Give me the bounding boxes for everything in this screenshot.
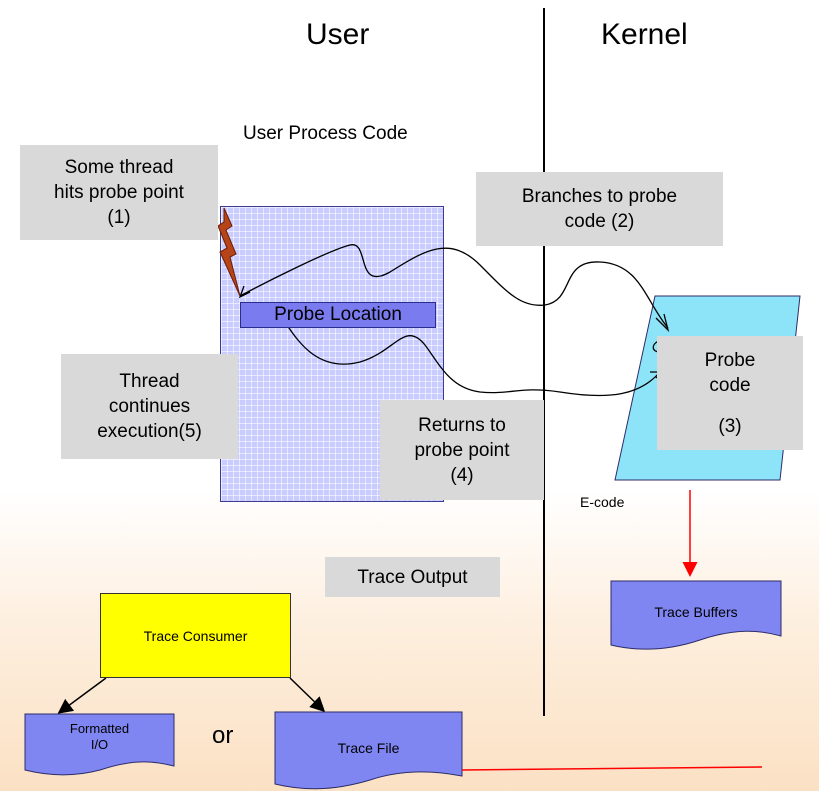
- probe-code-line-3: (3): [718, 415, 742, 437]
- trace-output-label: Trace Output: [325, 557, 500, 597]
- trace-file-shape: [274, 711, 463, 790]
- trace-file-label: Trace File: [337, 740, 400, 756]
- trace-consumer-label: Trace Consumer: [143, 627, 248, 644]
- probe-code-callout: Probe code (3): [657, 336, 803, 450]
- probe-hit-line-1: Some thread: [64, 157, 174, 178]
- formatted-io-line-2: I/O: [90, 737, 109, 752]
- returns-callout: Returns to probe point (4): [380, 400, 544, 500]
- probe-hit-line-2: hits probe point: [54, 182, 184, 203]
- return-wave-line: [246, 312, 661, 397]
- user-heading: User: [306, 18, 370, 51]
- kernel-heading: Kernel: [601, 18, 688, 51]
- probe-hit-callout: Some thread hits probe point (1): [20, 145, 218, 240]
- consumer-to-formatted-arrow: [57, 677, 107, 714]
- branch-callout: Branches to probe code (2): [476, 172, 723, 246]
- branch-arrowhead: [655, 313, 670, 333]
- returns-line-2: probe point: [414, 439, 510, 461]
- trace-consumer-box: Trace Consumer: [100, 593, 291, 678]
- continues-line-1: Thread: [119, 371, 180, 392]
- user-process-code-label: User Process Code: [243, 123, 408, 144]
- formatted-io-label: Formatted I/O: [25, 721, 174, 753]
- formatted-io-line-1: Formatted: [69, 721, 130, 736]
- trace-buffers-label: Trace Buffers: [654, 604, 738, 620]
- trace-buffers-shape: [610, 580, 782, 650]
- returns-line-3: (4): [450, 464, 474, 486]
- consumer-to-file-arrow: [289, 677, 326, 713]
- continues-line-3: execution(5): [97, 421, 202, 442]
- or-label: or: [212, 722, 234, 749]
- probe-hit-line-3: (1): [107, 207, 131, 228]
- probe-code-line-2: code: [709, 374, 751, 396]
- returns-line-1: Returns to: [418, 414, 506, 436]
- probe-code-line-1: Probe: [704, 349, 756, 371]
- branch-line-1: Branches to probe: [521, 186, 678, 207]
- probe-hit-arrowhead: [238, 285, 251, 299]
- continues-callout: Thread continues execution(5): [61, 354, 238, 459]
- bottom-red-line: [461, 766, 763, 771]
- probe-location-box: Probe Location: [240, 302, 436, 328]
- branch-line-2: code (2): [564, 211, 635, 232]
- lightning-icon: [217, 207, 241, 297]
- continues-line-2: continues: [108, 396, 191, 417]
- ecode-label: E-code: [580, 494, 625, 510]
- formatted-io-shape: [24, 713, 175, 776]
- branch-wave-line: [239, 244, 669, 329]
